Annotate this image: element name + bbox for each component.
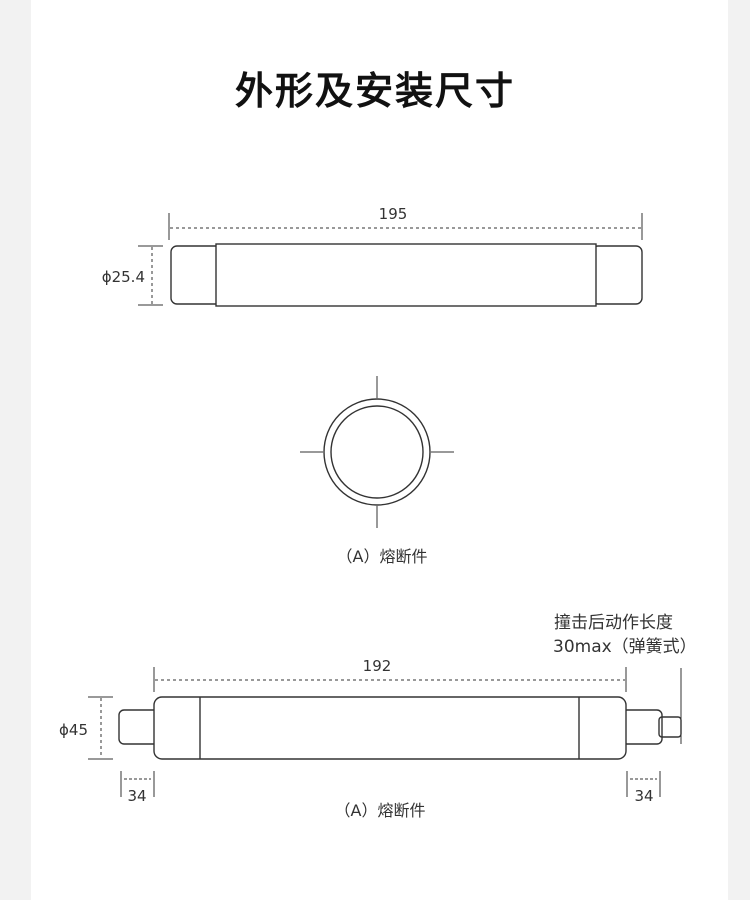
page-title: 外形及安装尺寸 <box>234 69 515 113</box>
right-cap-label: 34 <box>634 787 653 805</box>
striker-note-line1: 撞击后动作长度 <box>554 613 673 633</box>
right-cap-dimension <box>626 771 661 797</box>
bottom-length-label: 192 <box>363 657 392 675</box>
bottom-caption: （A）熔断件 <box>335 801 426 820</box>
top-length-label: 195 <box>379 205 408 223</box>
left-cap-label: 34 <box>127 787 146 805</box>
bottom-diameter-label: ϕ45 <box>59 721 88 739</box>
end-view <box>300 376 454 528</box>
bottom-fuse-body <box>118 696 682 760</box>
top-fuse-body <box>170 243 643 307</box>
bottom-length-dimension <box>153 667 627 692</box>
left-cap-dimension <box>120 771 155 797</box>
striker-note-line2: 30max（弹簧式） <box>553 637 697 657</box>
top-diameter-dimension <box>138 245 163 306</box>
bottom-diameter-dimension <box>88 696 113 760</box>
top-diameter-label: ϕ25.4 <box>102 268 145 286</box>
top-length-dimension <box>168 213 643 240</box>
top-caption: （A）熔断件 <box>337 547 428 566</box>
